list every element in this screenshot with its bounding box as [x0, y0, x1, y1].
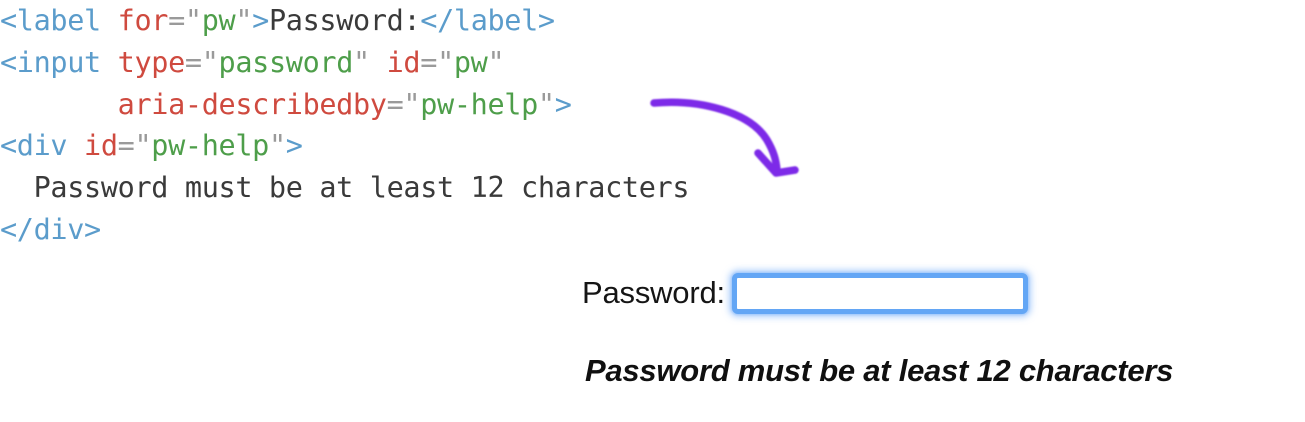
- password-help-text: Password must be at least 12 characters: [585, 353, 1174, 388]
- code-token-tag: </div>: [0, 212, 101, 246]
- code-token-eq: =: [117, 129, 135, 163]
- code-token-text: Password:: [268, 4, 421, 37]
- code-token-tag: >: [252, 4, 269, 37]
- code-token-tag: <input: [0, 45, 101, 79]
- code-token-attr: aria-describedby: [117, 87, 387, 121]
- code-token-val: pw-help: [151, 129, 269, 163]
- code-token-quote: ": [403, 87, 421, 121]
- code-token-plain: [67, 129, 84, 162]
- code-token-val: pw-help: [420, 87, 538, 121]
- code-token-eq: =: [386, 87, 404, 121]
- rendered-password-field-preview: Password: Password must be at least 12 c…: [582, 258, 1282, 389]
- code-token-quote: ": [437, 45, 454, 79]
- code-token-attr: id: [84, 129, 118, 163]
- code-token-tag: >: [554, 87, 572, 121]
- code-token-attr: for: [117, 4, 169, 37]
- password-label: Password:: [582, 274, 725, 310]
- password-field-row: Password:: [582, 258, 1282, 328]
- code-token-quote: ": [537, 87, 555, 121]
- code-line: <label for="pw">Password:</label>: [0, 0, 860, 42]
- code-token-plain: [101, 4, 118, 37]
- code-token-quote: ": [353, 45, 370, 79]
- code-snippet: <label for="pw">Password:</label><input …: [0, 0, 860, 251]
- code-line: <input type="password" id="pw": [0, 42, 860, 84]
- password-input[interactable]: [731, 272, 1028, 314]
- code-token-val: pw: [453, 45, 488, 79]
- code-token-val: pw: [201, 4, 236, 37]
- code-token-quote: ": [184, 4, 202, 37]
- code-line: Password must be at least 12 characters: [0, 167, 860, 209]
- code-token-plain: [0, 88, 118, 121]
- password-input-wrapper: [731, 272, 1028, 314]
- code-token-tag: </label>: [420, 4, 555, 37]
- code-token-quote: ": [268, 129, 286, 163]
- code-token-plain: [370, 46, 387, 79]
- code-token-tag: <label: [0, 4, 101, 37]
- code-token-plain: [101, 46, 118, 79]
- code-token-attr: type: [117, 45, 186, 79]
- code-token-tag: >: [285, 129, 303, 163]
- code-line: <div id="pw-help">: [0, 125, 860, 167]
- code-token-attr: id: [386, 45, 421, 79]
- code-token-eq: =: [184, 45, 202, 79]
- code-token-quote: ": [201, 45, 219, 79]
- code-token-quote: ": [235, 4, 253, 37]
- code-token-eq: =: [168, 4, 185, 37]
- code-token-val: password: [218, 45, 354, 79]
- code-line: aria-describedby="pw-help">: [0, 84, 860, 126]
- code-line: </div>: [0, 209, 860, 251]
- code-token-eq: =: [420, 45, 438, 79]
- code-token-quote: ": [134, 129, 152, 163]
- code-token-tag: <div: [0, 129, 68, 163]
- code-token-quote: ": [487, 45, 505, 79]
- code-token-text: Password must be at least 12 characters: [0, 171, 690, 205]
